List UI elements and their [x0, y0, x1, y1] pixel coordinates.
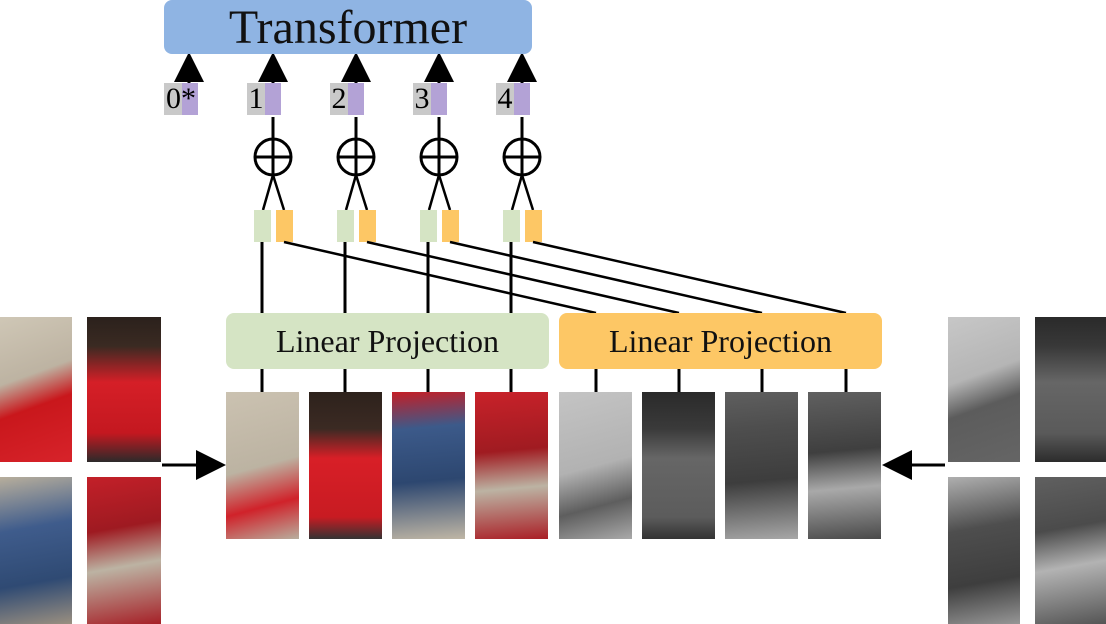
rgb-patch	[392, 392, 465, 539]
token-label: 4	[496, 82, 514, 115]
circle-plus-icon	[419, 137, 459, 177]
gray-patch	[559, 392, 632, 539]
linear-projection-rgb: Linear Projection	[226, 313, 549, 369]
token-label: 3	[413, 82, 431, 115]
gray-source-patch	[1035, 477, 1106, 624]
gray-patch	[808, 392, 881, 539]
rgb-patch	[226, 392, 299, 539]
linear-projection-label: Linear Projection	[608, 322, 833, 359]
circle-plus-icon	[502, 137, 542, 177]
token-label: 2	[330, 82, 348, 115]
gray-source-patch	[1035, 317, 1106, 462]
rgb-source-patch	[87, 317, 161, 462]
feature-pairs	[254, 210, 542, 242]
rgb-source-patch	[87, 477, 161, 624]
circle-plus-icon	[253, 137, 293, 177]
token-label: 0*	[166, 82, 196, 115]
rgb-source-patch	[0, 477, 72, 624]
circle-plus-icon	[336, 137, 376, 177]
transformer-block: Transformer	[164, 0, 532, 54]
gray-source-patch	[948, 317, 1020, 462]
gray-patch	[642, 392, 715, 539]
gray-source-patch	[948, 477, 1020, 624]
gray-patch	[725, 392, 798, 539]
transformer-label: Transformer	[228, 0, 468, 54]
rgb-patch	[475, 392, 548, 539]
rgb-source-patch	[0, 317, 72, 462]
rgb-patch	[309, 392, 382, 539]
linear-projection-label: Linear Projection	[275, 322, 500, 359]
token-arrows	[174, 52, 537, 83]
token-label: 1	[247, 82, 265, 115]
linear-projection-gray: Linear Projection	[559, 313, 882, 369]
